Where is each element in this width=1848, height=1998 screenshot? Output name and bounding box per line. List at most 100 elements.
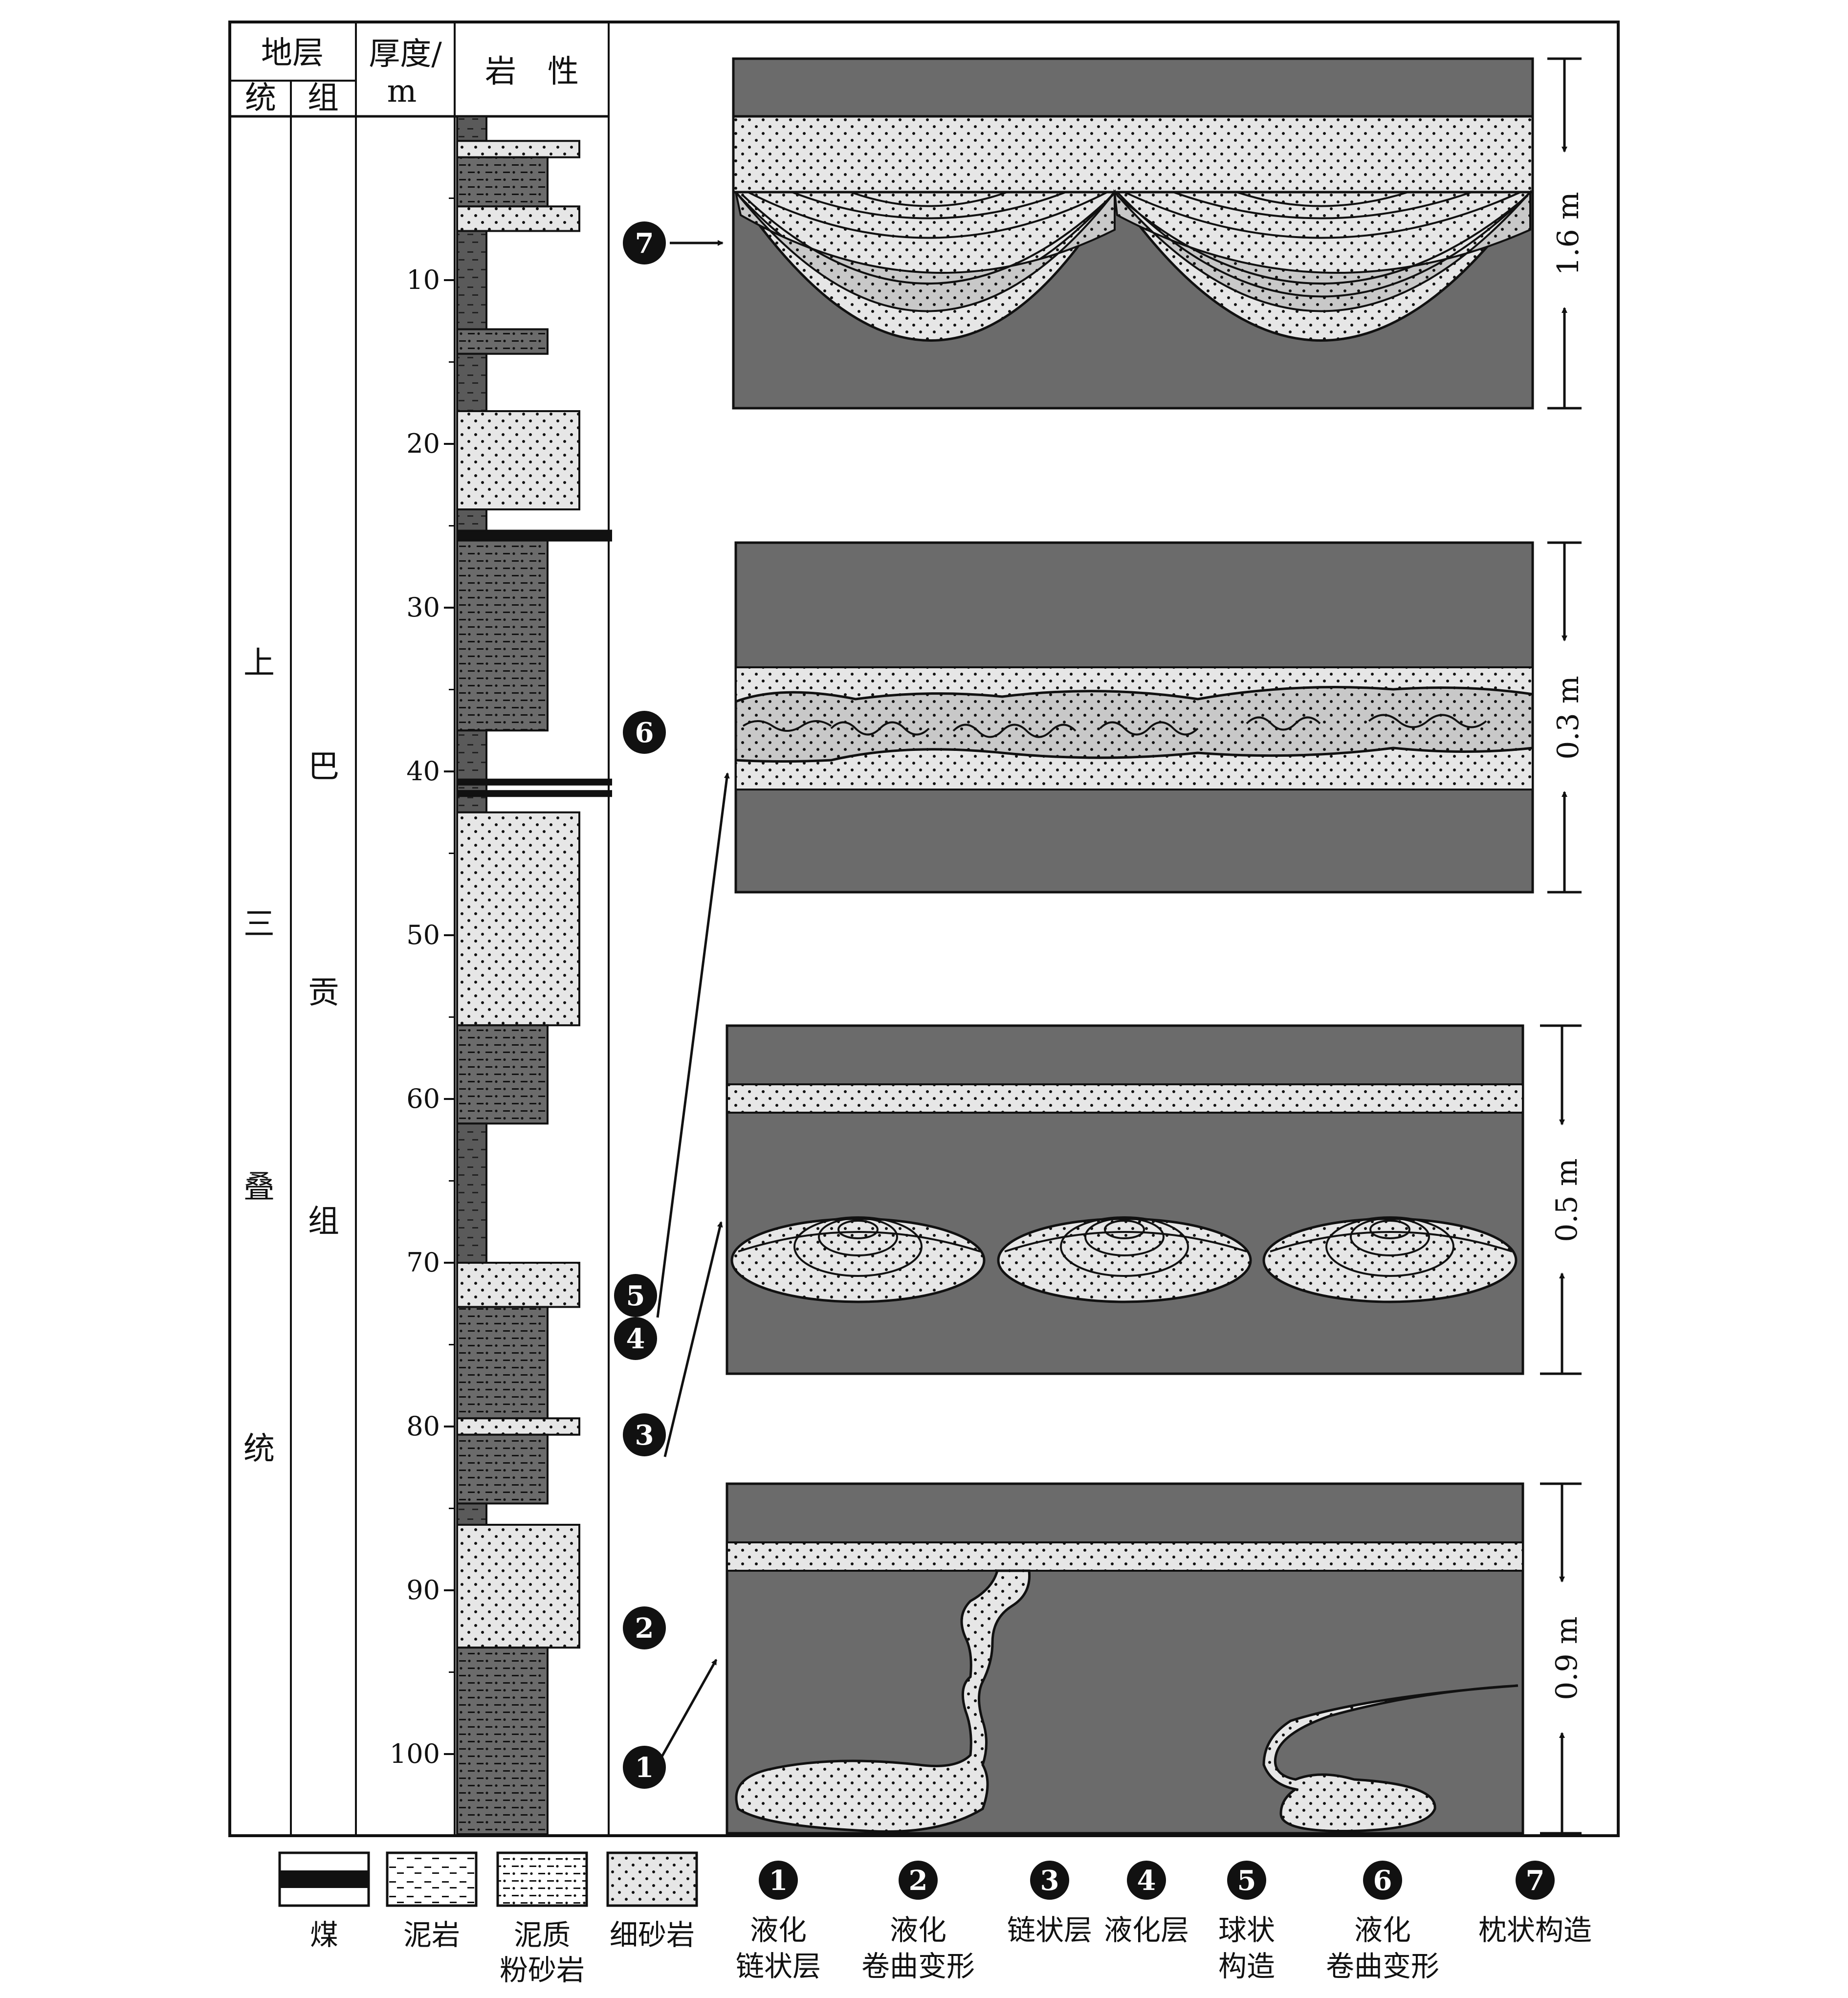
scale-bar-panel-7: 1.6 m xyxy=(1547,59,1585,408)
header-thickness-unit: m xyxy=(387,73,417,110)
legend-fine-sandstone: 细砂岩 xyxy=(608,1853,697,1952)
lithology-bed-mudstone xyxy=(457,116,486,141)
formation-char-1: 巴 xyxy=(308,749,339,785)
series-char-1: 上 xyxy=(243,645,275,681)
legend-structure-4-label: 液化层 xyxy=(1104,1913,1189,1947)
legend-coal-label: 煤 xyxy=(310,1918,338,1952)
legend-structure-2-label-2: 卷曲变形 xyxy=(861,1950,975,1983)
legend-structure-5: 5 球状 构造 xyxy=(1218,1861,1275,1983)
lithology-bed-fine-sandstone xyxy=(457,206,579,231)
depth-tick-label: 50 xyxy=(406,920,440,950)
marker-5-number: 5 xyxy=(626,1280,645,1312)
series-char-3: 叠 xyxy=(243,1169,275,1206)
lithology-bed-mudstone xyxy=(457,796,486,812)
ball-3 xyxy=(1264,1217,1516,1302)
lithology-bed-muddy-siltstone xyxy=(457,1025,548,1123)
legend-structure-6-number: 6 xyxy=(1373,1865,1392,1897)
scale-label-panel-5: 0.5 m xyxy=(1550,1158,1584,1242)
lithology-bed-muddy-siltstone xyxy=(457,329,548,354)
depth-tick-label: 100 xyxy=(390,1738,440,1769)
depth-tick-label: 30 xyxy=(406,592,440,623)
legend-structure-2: 2 液化 卷曲变形 xyxy=(861,1861,975,1983)
lithology-bed-mudstone xyxy=(457,730,486,780)
marker-arrows xyxy=(658,243,727,1760)
lithology-bed-fine-sandstone xyxy=(457,1525,579,1647)
depth-tick-label: 20 xyxy=(406,428,440,459)
lithology-bed-fine-sandstone xyxy=(457,1418,579,1435)
header-stratum: 地层 xyxy=(261,35,324,71)
scale-bar-panel-6: 0.3 m xyxy=(1547,543,1585,892)
legend-structure-4: 4 液化层 xyxy=(1104,1861,1189,1947)
ball-2 xyxy=(998,1217,1251,1302)
header-lithology: 岩 性 xyxy=(485,54,579,90)
legend-structure-6-label-1: 液化 xyxy=(1354,1913,1411,1947)
lithology-bed-muddy-siltstone xyxy=(457,1307,548,1418)
lithology-bed-fine-sandstone xyxy=(457,1263,579,1307)
scale-bar-panel-2: 0.9 m xyxy=(1540,1484,1584,1833)
lithology-bed-muddy-siltstone xyxy=(457,157,548,207)
marker-7-number: 7 xyxy=(635,227,654,260)
scale-label-panel-6: 0.3 m xyxy=(1551,676,1585,759)
lithology-bed-coal xyxy=(457,531,611,541)
legend-structure-5-label-2: 构造 xyxy=(1218,1950,1275,1983)
legend-structure-7-label: 枕状构造 xyxy=(1478,1913,1592,1947)
depth-tick-label: 70 xyxy=(406,1247,440,1278)
legend-structure-7-number: 7 xyxy=(1526,1865,1545,1897)
panel-2-liquefied-veins xyxy=(727,1484,1523,1833)
legend-structure-2-label-1: 液化 xyxy=(890,1913,946,1947)
ball-1 xyxy=(732,1217,984,1302)
legend-structure-6: 6 液化 卷曲变形 xyxy=(1326,1861,1439,1983)
legend-structure-3-number: 3 xyxy=(1040,1865,1059,1897)
legend-muddy-siltstone-label-2: 粉砂岩 xyxy=(500,1954,585,1987)
lithology-bed-fine-sandstone xyxy=(457,812,579,1026)
series-char-2: 三 xyxy=(243,906,275,943)
legend-coal: 煤 xyxy=(280,1853,369,1952)
lithology-column xyxy=(457,116,611,1834)
legend-muddy-siltstone: 泥质 粉砂岩 xyxy=(498,1853,587,1987)
legend-mudstone-label: 泥岩 xyxy=(403,1918,460,1952)
panel-6-convolute-deformation xyxy=(736,543,1533,892)
series-char-4: 统 xyxy=(243,1431,275,1467)
marker-1-number: 1 xyxy=(635,1752,654,1784)
scale-label-panel-2: 0.9 m xyxy=(1550,1616,1584,1700)
structure-markers: 1 2 3 4 5 6 7 xyxy=(614,221,666,1789)
marker-6-number: 6 xyxy=(635,717,654,749)
formation-char-2: 贡 xyxy=(308,975,339,1011)
legend-structure-1-label-1: 液化 xyxy=(750,1913,807,1947)
legend-fine-sandstone-label: 细砂岩 xyxy=(610,1918,695,1952)
legend-structure-3: 3 链状层 xyxy=(1007,1861,1092,1947)
depth-tick-label: 90 xyxy=(406,1575,440,1605)
lithology-bed-mudstone xyxy=(457,354,486,411)
legend-muddy-siltstone-label-1: 泥质 xyxy=(514,1918,571,1952)
lithology-bed-mudstone xyxy=(457,509,486,531)
depth-tick-label: 60 xyxy=(406,1083,440,1114)
panel-7-pillow-structure xyxy=(733,59,1533,408)
header-series: 统 xyxy=(245,80,276,116)
lithology-bed-mudstone xyxy=(457,231,486,329)
legend-structure-3-label: 链状层 xyxy=(1007,1913,1092,1947)
legend-structure-1-number: 1 xyxy=(769,1865,788,1897)
depth-tick-label: 10 xyxy=(406,264,440,295)
marker-3-number: 3 xyxy=(635,1419,654,1451)
scale-bar-panel-5: 0.5 m xyxy=(1540,1026,1584,1374)
marker-2-number: 2 xyxy=(635,1612,654,1645)
legend: 煤 泥岩 泥质 粉砂岩 细砂岩 1 液化 链状层 2 液化 卷曲变形 xyxy=(280,1853,1592,1987)
legend-structure-6-label-2: 卷曲变形 xyxy=(1326,1950,1439,1983)
marker-4-number: 4 xyxy=(626,1323,645,1355)
legend-mudstone: 泥岩 xyxy=(387,1853,476,1952)
scale-label-panel-7: 1.6 m xyxy=(1551,192,1585,275)
lithology-bed-muddy-siltstone xyxy=(457,541,548,731)
header-formation: 组 xyxy=(308,80,339,116)
scale-bars: 1.6 m 0.3 m 0.5 m 0.9 m xyxy=(1540,59,1585,1833)
lithology-bed-mudstone xyxy=(457,785,486,791)
legend-structure-1-label-2: 链状层 xyxy=(736,1950,821,1983)
lithology-bed-mudstone xyxy=(457,1503,486,1525)
legend-structure-5-number: 5 xyxy=(1237,1865,1256,1897)
lithology-bed-muddy-siltstone xyxy=(457,1435,548,1504)
legend-structure-5-label-1: 球状 xyxy=(1218,1913,1275,1947)
legend-structure-4-number: 4 xyxy=(1137,1865,1156,1897)
lithology-bed-muddy-siltstone xyxy=(457,1647,548,1834)
lithology-bed-mudstone xyxy=(457,1123,486,1263)
